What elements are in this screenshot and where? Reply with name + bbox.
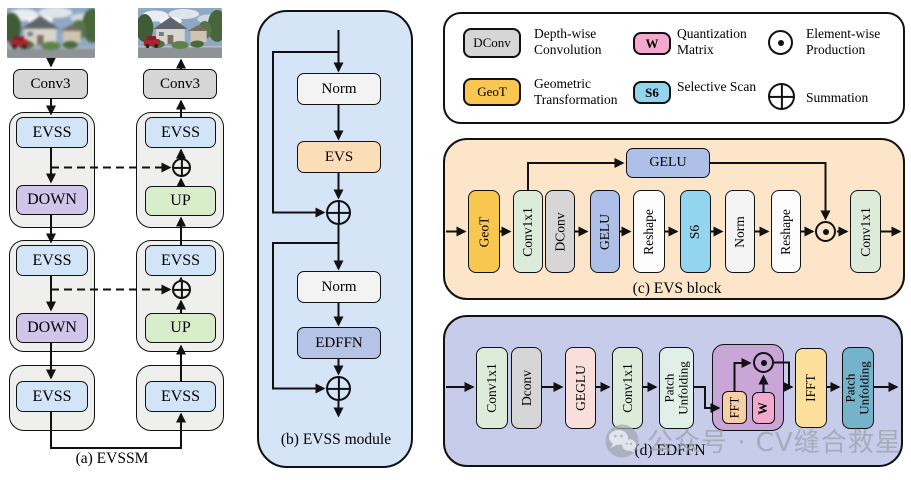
- ifft-block: IFFT: [795, 348, 827, 428]
- evss-block-dec2: EVSS: [145, 245, 216, 276]
- down-block-2: DOWN: [16, 313, 88, 343]
- dconv-block: DConv: [545, 190, 575, 273]
- evss-block-bottleneck-right: EVSS: [145, 381, 216, 412]
- panel-c-caption: (c) EVS block: [632, 280, 722, 297]
- w-label: W: [756, 401, 770, 415]
- legend-desc-w: Quantization Matrix: [677, 26, 747, 57]
- gelu-branch-block: GELU: [626, 148, 710, 178]
- evss-block-enc1: EVSS: [16, 117, 88, 148]
- conv1x1-label: Conv1x1: [857, 206, 873, 257]
- patch-unfolding-block-1: Patch Unfolding: [659, 347, 694, 429]
- summation-icon: [172, 158, 191, 177]
- patch-unfolding-block-2: Patch Unfolding: [842, 347, 874, 429]
- blurry-input-image: [7, 8, 95, 58]
- geglu-label: GEGLU: [572, 365, 588, 411]
- norm-block-c: Norm: [725, 190, 755, 273]
- dconv-label: DConv: [552, 211, 568, 252]
- conv1x1-label: Conv1x1: [484, 363, 500, 413]
- gelu-label: GELU: [597, 213, 612, 250]
- panel-b-caption: (b) EVSS module: [280, 431, 392, 448]
- conv1x1-label: Conv1x1: [619, 363, 635, 413]
- watermark: 公众号 · CV缝合救星: [604, 422, 902, 459]
- fft-block: FFT: [722, 391, 747, 424]
- norm-label: Norm: [732, 215, 747, 248]
- evss-block-bottleneck-left: EVSS: [16, 381, 88, 412]
- element-wise-production-icon: [768, 30, 793, 55]
- evss-block-enc2: EVSS: [16, 245, 88, 276]
- conv1x1-block-d2: Conv1x1: [612, 347, 643, 429]
- down-block-1: DOWN: [16, 185, 88, 215]
- legend-chip-geot: GeoT: [463, 78, 521, 106]
- panel-d-caption: (d) EDFFN: [634, 442, 706, 459]
- geot-label: GeoT: [476, 216, 491, 247]
- up-block-1: UP: [145, 186, 216, 216]
- patch-unfolding-label: Patch Unfolding: [842, 361, 872, 415]
- conv3-input-block: Conv3: [13, 69, 88, 99]
- conv1x1-block-1: Conv1x1: [513, 190, 543, 273]
- summation-icon: [768, 83, 795, 110]
- summation-icon: [326, 200, 351, 225]
- legend-panel: [443, 12, 905, 124]
- fft-label: FFT: [726, 396, 741, 419]
- conv3-output-block: Conv3: [143, 69, 217, 99]
- norm-block-2: Norm: [297, 271, 381, 303]
- evss-block-dec1: EVSS: [145, 117, 216, 148]
- reshape-label: Reshape: [641, 208, 657, 255]
- wechat-icon: [605, 424, 639, 457]
- reshape-block-1: Reshape: [633, 190, 665, 273]
- legend-chip-w: W: [633, 32, 671, 55]
- norm-block-1: Norm: [297, 73, 381, 105]
- gelu-block: GELU: [590, 190, 620, 273]
- conv1x1-block-2: Conv1x1: [850, 190, 881, 273]
- ifft-label: IFFT: [802, 374, 818, 402]
- legend-desc-elementwise: Element-wise Production: [806, 26, 881, 57]
- reshape-block-2: Reshape: [771, 190, 801, 273]
- edffn-block: EDFFN: [297, 327, 381, 359]
- legend-desc-s6: Selective Scan: [677, 79, 757, 94]
- legend-desc-dconv: Depth-wise Convolution: [534, 26, 602, 57]
- evs-block: EVS: [297, 141, 381, 173]
- conv1x1-label: Conv1x1: [520, 206, 536, 257]
- panel-a-caption: (a) EVSSM: [75, 450, 149, 467]
- geglu-block: GEGLU: [565, 347, 596, 429]
- element-wise-production-icon: [753, 352, 774, 373]
- s6-label: S6: [687, 224, 703, 239]
- legend-desc-geot: Geometric Transformation: [534, 76, 618, 107]
- up-block-2: UP: [145, 313, 216, 343]
- reshape-label: Reshape: [778, 208, 794, 255]
- dconv-label: Dconv: [518, 370, 534, 406]
- summation-icon: [326, 376, 351, 401]
- conv1x1-block-d1: Conv1x1: [476, 347, 508, 429]
- sharp-output-image: [138, 8, 222, 58]
- legend-desc-summation: Summation: [806, 90, 869, 105]
- quantization-matrix-block: W: [752, 392, 775, 424]
- dconv-block-d: Dconv: [511, 347, 542, 429]
- watermark-text: 公众号 · CV缝合救星: [647, 428, 902, 458]
- s6-block: S6: [680, 190, 711, 273]
- element-wise-production-icon: [815, 221, 836, 242]
- geot-block: GeoT: [468, 190, 500, 273]
- summation-icon: [172, 280, 191, 299]
- legend-chip-dconv: DConv: [463, 28, 521, 58]
- patch-unfolding-label: Patch Unfolding: [661, 361, 691, 415]
- legend-chip-s6: S6: [633, 81, 671, 104]
